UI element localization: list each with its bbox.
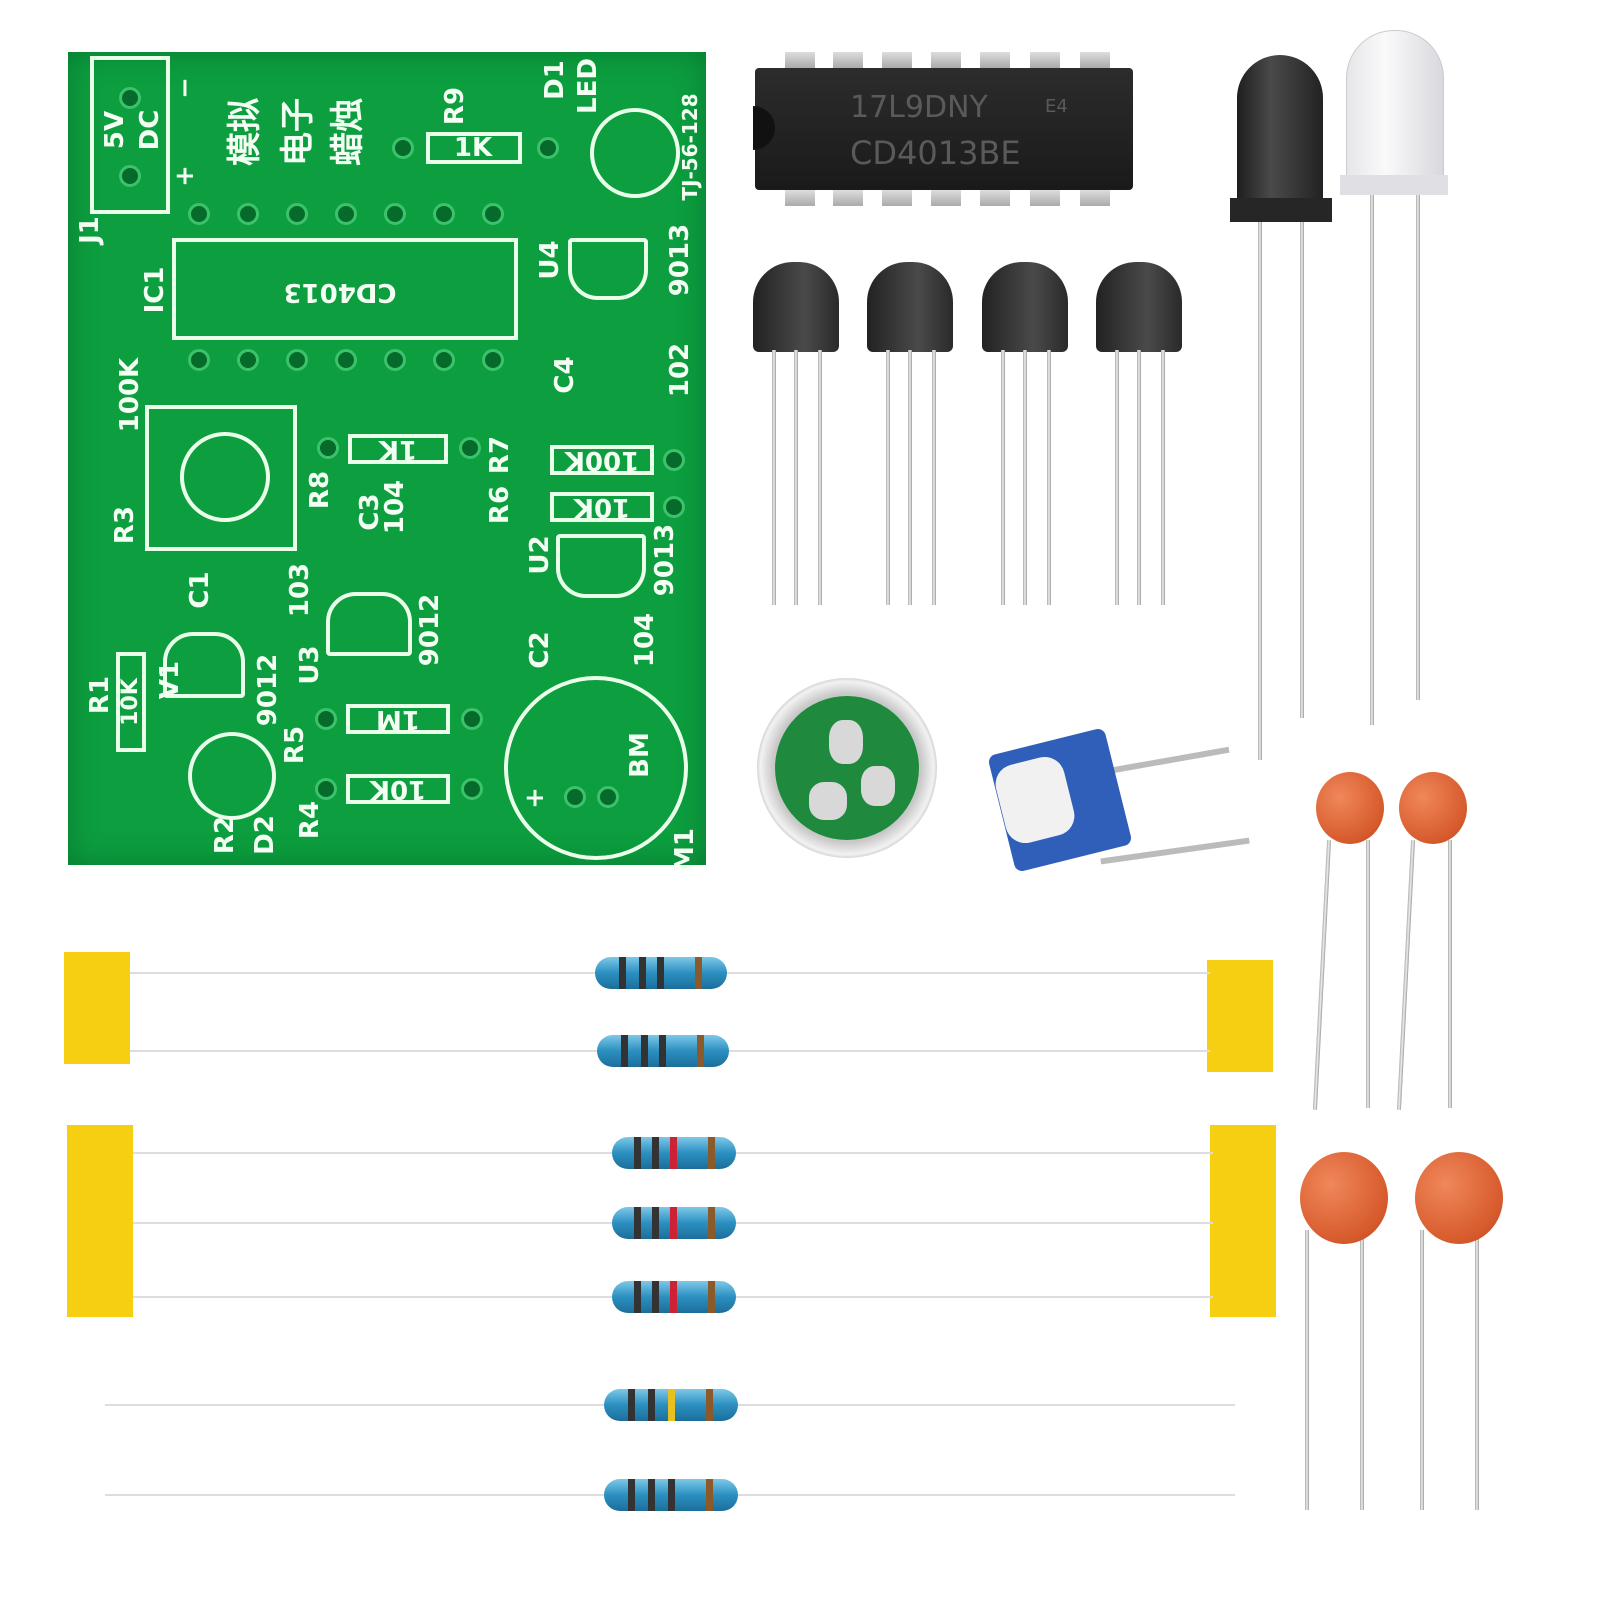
pcb-label: C1: [185, 571, 215, 609]
pcb-label: +: [170, 165, 200, 187]
pcb-label: LED: [573, 58, 603, 114]
pcb-label: DC: [135, 109, 165, 151]
tape: [1210, 1125, 1276, 1317]
pcb-label: 10K: [573, 492, 631, 522]
pcb-label: U4: [535, 240, 565, 280]
pcb-label: 9012: [415, 593, 445, 667]
r9-outline: [426, 132, 522, 164]
pcb-label: 102: [665, 342, 695, 398]
pot-circle: [180, 432, 270, 522]
pcb-label: IC1: [140, 266, 170, 314]
pcb-board: 5V DC − + 模拟 电子 蜡烛 R9 1K D1 LED TJ-56-12…: [68, 52, 706, 872]
u4-outline: [568, 238, 648, 300]
pcb-label: 9012: [253, 653, 283, 727]
pcb-label: D2: [250, 815, 280, 855]
r7-outline: [550, 445, 654, 475]
pcb-label: R2: [210, 815, 240, 855]
ic-suffix: E4: [1045, 96, 1068, 117]
pcb-label: R1: [85, 675, 115, 715]
ic-part-number: CD4013BE: [850, 134, 1021, 172]
r6-outline: [550, 492, 654, 522]
tape: [1207, 960, 1273, 1072]
pcb-label: V1: [155, 660, 185, 700]
pcb-label: 1K: [378, 434, 418, 464]
pcb-label: C2: [525, 631, 555, 669]
pcb-label: R6: [485, 485, 515, 525]
pcb-label: M1: [670, 828, 700, 872]
pcb-label: C4: [550, 356, 580, 394]
pcb-label: 5V: [100, 110, 130, 150]
dc-jack-outline: [90, 56, 170, 214]
tape: [67, 1125, 133, 1317]
r5-outline: [346, 704, 450, 734]
tape: [64, 952, 130, 1064]
pcb-label: CD4013: [283, 277, 397, 307]
pcb-label: 100K: [115, 357, 145, 433]
pcb-title-line: 电子: [278, 98, 318, 166]
pcb-label: 100K: [564, 445, 640, 475]
pcb-label: −: [170, 77, 200, 99]
microphone: [757, 678, 937, 858]
pcb-label: 9013: [665, 223, 695, 297]
pcb-label: R5: [280, 725, 310, 765]
r1-outline: [116, 652, 146, 752]
r4-outline: [346, 774, 450, 804]
pcb-label: R8: [305, 470, 335, 510]
pcb-title-line: 模拟: [225, 98, 265, 166]
pcb-label: 104: [380, 479, 410, 535]
pot-outline: [145, 405, 297, 551]
pcb-label: R3: [110, 505, 140, 545]
u2-outline: [556, 534, 646, 598]
d2-outline: [188, 732, 276, 820]
pad: [119, 87, 141, 109]
pcb-label: 9013: [650, 523, 680, 597]
pcb-label: U3: [295, 645, 325, 685]
ic-chip: 17L9DNY E4 CD4013BE: [753, 68, 1133, 190]
buzzer-outline: [504, 676, 688, 860]
pcb-label: 10K: [369, 774, 427, 804]
pcb-label: 103: [285, 562, 315, 618]
pcb-label: J1: [75, 216, 105, 244]
pcb-label: R7: [485, 435, 515, 475]
pcb-label: BM: [625, 732, 655, 778]
pcb-label: 10K: [118, 678, 143, 726]
pcb-title-line: 蜡烛: [328, 98, 368, 166]
r8-outline: [348, 434, 448, 464]
pcb-label: 104: [630, 612, 660, 668]
pcb-label: R9: [440, 86, 470, 126]
pcb-label: 1M: [376, 704, 420, 734]
pcb-label: D1: [540, 60, 570, 100]
led-outline: [590, 108, 680, 198]
pad: [119, 165, 141, 187]
pcb-label: TJ-56-128: [678, 93, 702, 201]
ic-outline: [172, 238, 518, 340]
pcb-label: +: [520, 787, 550, 809]
pcb-label: 1K: [453, 133, 493, 163]
ic-lot-code: 17L9DNY: [850, 90, 988, 125]
u3-outline: [326, 592, 412, 656]
pcb-label: R4: [295, 800, 325, 840]
v1-outline: [163, 632, 245, 698]
pcb-label: U2: [525, 535, 555, 575]
